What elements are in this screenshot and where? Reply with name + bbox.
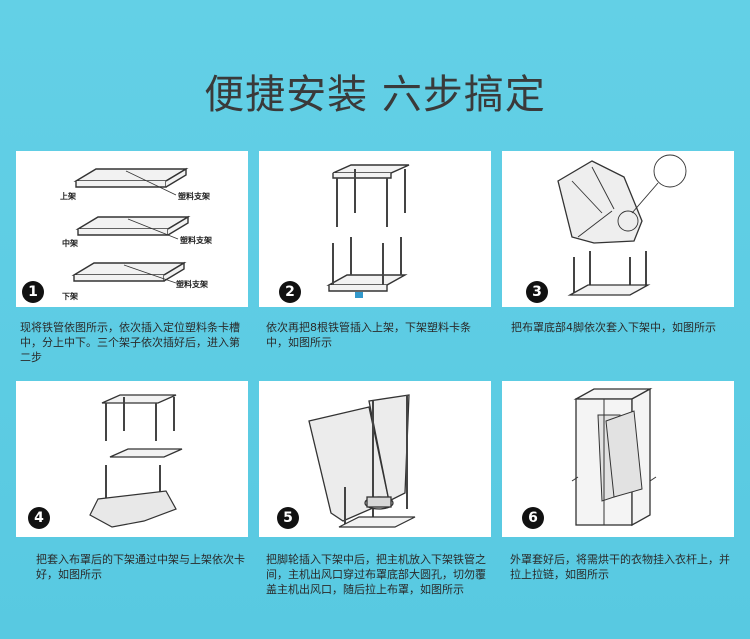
label-bracket-2: 塑料支架 xyxy=(180,235,212,245)
step-1-caption: 现将铁管依图所示，依次插入定位塑料条卡槽中，分上中下。三个架子依次插好后，进入第… xyxy=(20,321,240,364)
step-3-caption: 把布罩底部4脚依次套入下架中，如图所示 xyxy=(511,321,716,334)
step-4-panel: 4 xyxy=(16,381,248,537)
step-6-number: 6 xyxy=(522,507,544,529)
label-bracket-1: 塑料支架 xyxy=(178,191,210,201)
step-2-illustration xyxy=(326,164,410,298)
step-2-panel: 2 xyxy=(259,151,491,307)
step-1-panel: 上架 中架 下架 塑料支架 塑料支架 塑料支架 1 xyxy=(16,151,248,307)
step-6-illustration xyxy=(571,387,657,527)
label-middle-frame: 中架 xyxy=(62,238,78,248)
step-5-illustration xyxy=(308,394,416,528)
step-2-number: 2 xyxy=(279,281,301,303)
step-2-caption: 依次再把8根铁管插入上架，下架塑料卡条中，如图所示 xyxy=(266,321,471,349)
step-1-number: 1 xyxy=(22,281,44,303)
step-4-number: 4 xyxy=(28,507,50,529)
step-6-caption: 外罩套好后，将需烘干的衣物挂入衣杆上，并拉上拉链，如图所示 xyxy=(510,553,730,581)
step-5-caption: 把脚轮插入下架中后，把主机放入下架铁管之间，主机出风口穿过布罩底部大圆孔，切勿覆… xyxy=(266,553,486,596)
label-bracket-3: 塑料支架 xyxy=(176,279,208,289)
page-title: 便捷安装 六步搞定 xyxy=(204,72,546,118)
step-3-panel: 3 xyxy=(502,151,734,307)
step-5-panel: 5 xyxy=(259,381,491,537)
step-5-number: 5 xyxy=(277,507,299,529)
step-3-number: 3 xyxy=(526,281,548,303)
label-upper-frame: 上架 xyxy=(60,191,76,201)
step-6-panel: 6 xyxy=(502,381,734,537)
label-lower-frame: 下架 xyxy=(62,291,78,301)
step-4-illustration xyxy=(89,394,183,528)
step-3-illustration xyxy=(557,154,687,296)
step-1-illustration: 上架 中架 下架 塑料支架 塑料支架 塑料支架 xyxy=(60,167,212,301)
step-4-caption: 把套入布罩后的下架通过中架与上架依次卡好，如图所示 xyxy=(36,553,245,581)
